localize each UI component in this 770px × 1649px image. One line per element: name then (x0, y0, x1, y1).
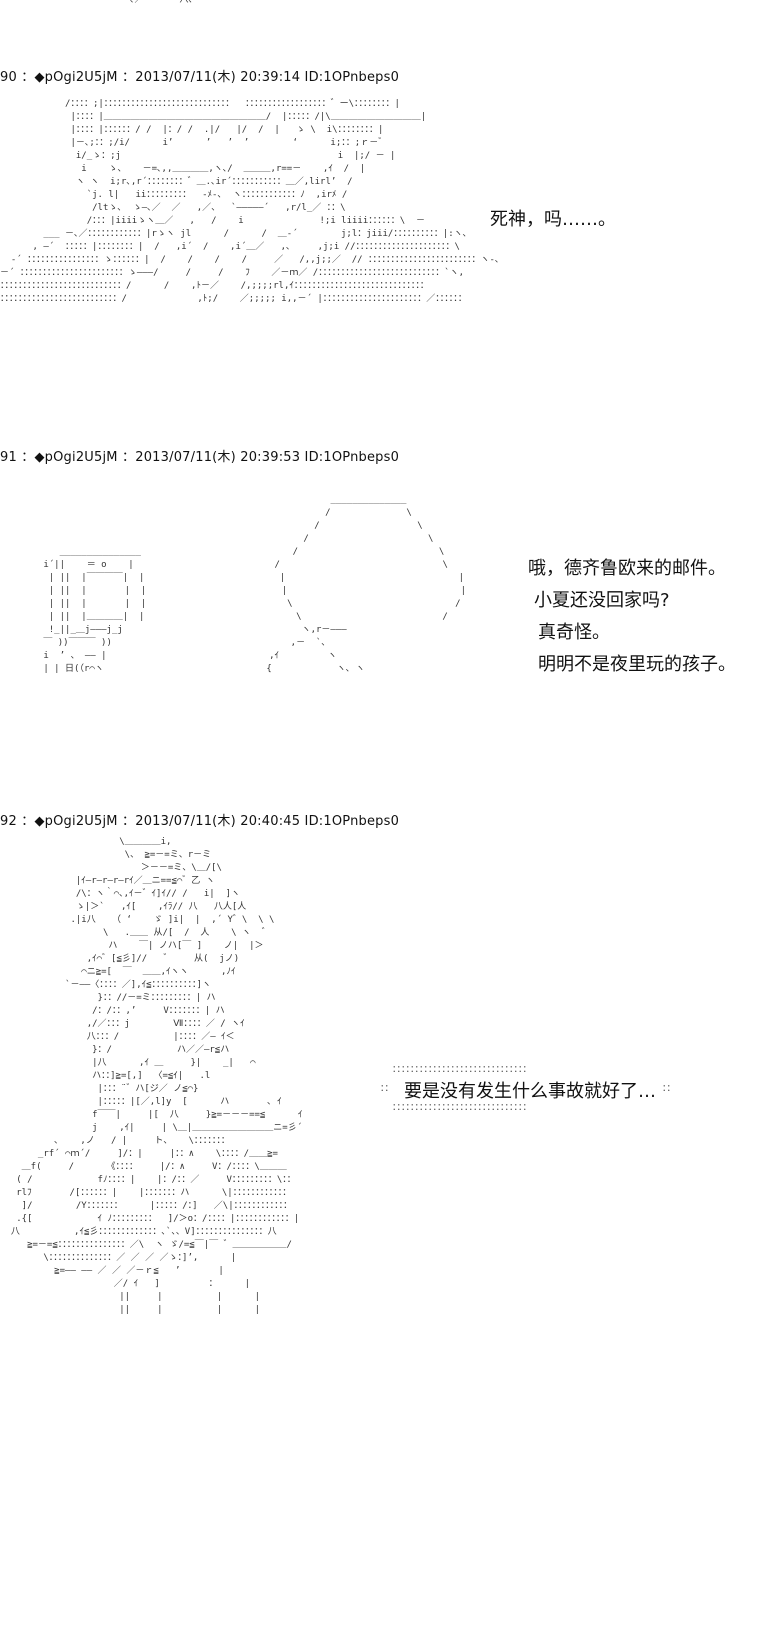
thought-frame-top: ：：：：：：：：：：：：：：：：：：：：：：：：：：：：：： (392, 1065, 532, 1075)
ascii-art-girl: \＿＿＿＿i, \、 ≧=－=ミ、r－ミ ＞－－=ミ、\＿/[\ |ｲ―r―r―… (10, 837, 303, 1315)
post-header-91: 91 ：◆pOgi2U5jM ：2013/07/11(木) 20:39:53 I… (0, 450, 400, 465)
speech-line: 哦，德齐鲁欧来的邮件。 (528, 558, 726, 579)
speech-line: 小夏还没回家吗? (534, 590, 670, 611)
previous-art-fragment: ､／ 八､ (130, 0, 194, 5)
thought-frame-right: ：： (662, 1084, 676, 1094)
speech-line: 真奇怪。 (538, 622, 610, 643)
speech-post-91: 哦，德齐鲁欧来的邮件。 小夏还没回家吗? 真奇怪。 明明不是夜里玩的孩子。 (528, 553, 736, 681)
speech-post-92: 要是没有发生什么事故就好了… (404, 1081, 656, 1102)
post-header-90: 90 ：◆pOgi2U5jM ：2013/07/11(木) 20:39:14 I… (0, 70, 400, 85)
ascii-art-phone-scene: ______________ / \ / \ (43, 495, 466, 674)
speech-line: 明明不是夜里玩的孩子。 (538, 654, 736, 675)
speech-post-90: 死神，吗……。 (490, 205, 616, 235)
post-header-92: 92 ：◆pOgi2U5jM ：2013/07/11(木) 20:40:45 I… (0, 814, 400, 829)
thought-frame-left: ：： (380, 1084, 394, 1094)
speech-line: 死神，吗……。 (490, 209, 616, 230)
ascii-art-shinigami: /：：：：;|：：：：：：：：：：：：：：：：：：：：：：：：：：：： ：：：：… (0, 99, 500, 304)
thought-frame-bottom: ：：：：：：：：：：：：：：：：：：：：：：：：：：：：：： (392, 1103, 532, 1113)
